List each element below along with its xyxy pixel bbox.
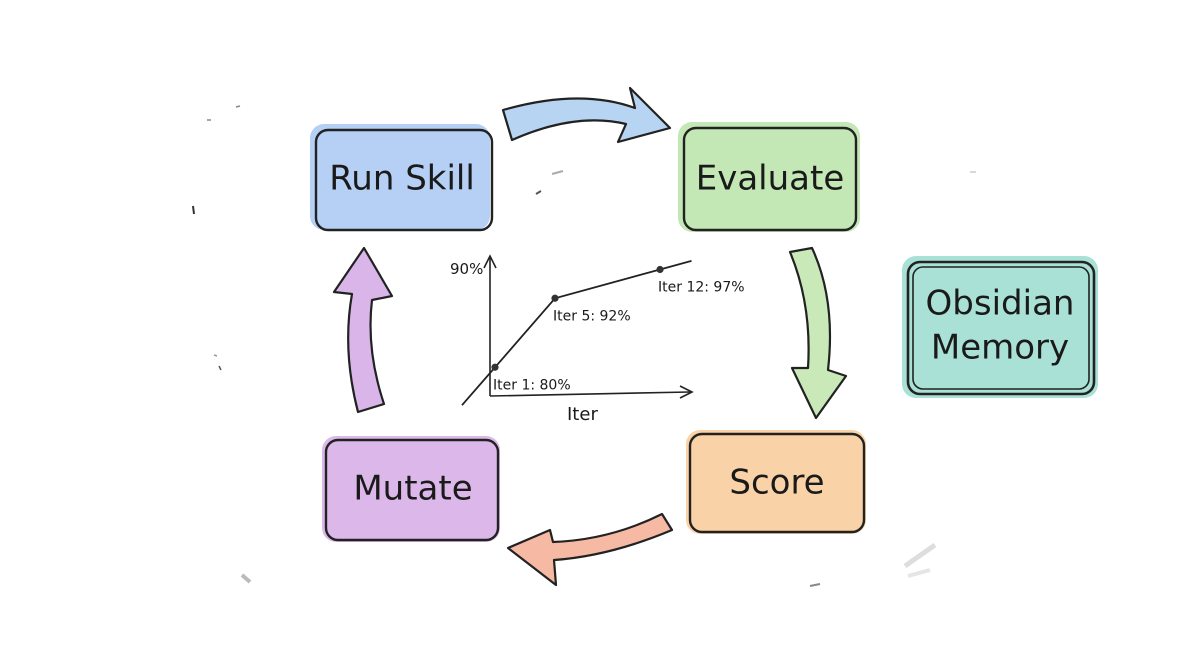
- node-mutate-outline: [324, 438, 500, 542]
- sketch-specks: [192, 105, 976, 587]
- chart-point-2: [551, 294, 559, 302]
- node-score: Score: [686, 430, 866, 534]
- node-score-outline: [688, 432, 866, 534]
- node-mutate-label: Mutate: [353, 469, 472, 509]
- node-evaluate: Evaluate: [678, 122, 860, 232]
- node-obsidian-memory-outline: [906, 260, 1096, 396]
- chart-point-label-2: Iter 5: 92%: [553, 308, 631, 324]
- chart-point-label-1: Iter 1: 80%: [493, 377, 571, 393]
- node-mutate-box: [322, 436, 500, 542]
- node-score-box: [686, 430, 866, 534]
- chart-y-axis-label: 90%: [450, 260, 483, 278]
- chart-point-3: [656, 265, 664, 274]
- progress-chart: 90% Iter Iter 1: 80% Iter 5: 92% Iter 12: …: [450, 254, 745, 425]
- node-mutate: Mutate: [322, 436, 500, 542]
- node-obsidian-memory-inner-outline: [912, 266, 1090, 390]
- node-run-skill-box: [310, 124, 490, 230]
- node-score-label: Score: [729, 463, 824, 503]
- node-run-skill-outline: [314, 128, 494, 232]
- chart-point-1: [491, 363, 499, 371]
- node-obsidian-memory: Obsidian Memory: [902, 256, 1098, 398]
- node-evaluate-box: [678, 122, 860, 232]
- arrow-mutate-to-run: [332, 246, 394, 414]
- node-obsidian-memory-box: [902, 256, 1098, 398]
- node-obsidian-memory-label-line1: Obsidian: [926, 284, 1075, 324]
- chart-x-axis: [489, 391, 691, 397]
- arrow-evaluate-to-score: [788, 246, 848, 420]
- node-run-skill-label: Run Skill: [329, 159, 475, 199]
- chart-x-axis-label: Iter: [567, 404, 598, 425]
- arrow-score-to-mutate: [506, 512, 674, 587]
- node-run-skill: Run Skill: [310, 124, 494, 232]
- arrow-run-to-evaluate: [501, 86, 672, 144]
- chart-y-axis-arrowhead: [483, 254, 497, 269]
- node-evaluate-outline: [682, 126, 858, 232]
- node-evaluate-label: Evaluate: [696, 159, 845, 199]
- chart-point-label-3: Iter 12: 97%: [658, 280, 745, 296]
- node-obsidian-memory-label-line2: Memory: [931, 328, 1069, 368]
- chart-x-axis-arrowhead: [679, 385, 694, 399]
